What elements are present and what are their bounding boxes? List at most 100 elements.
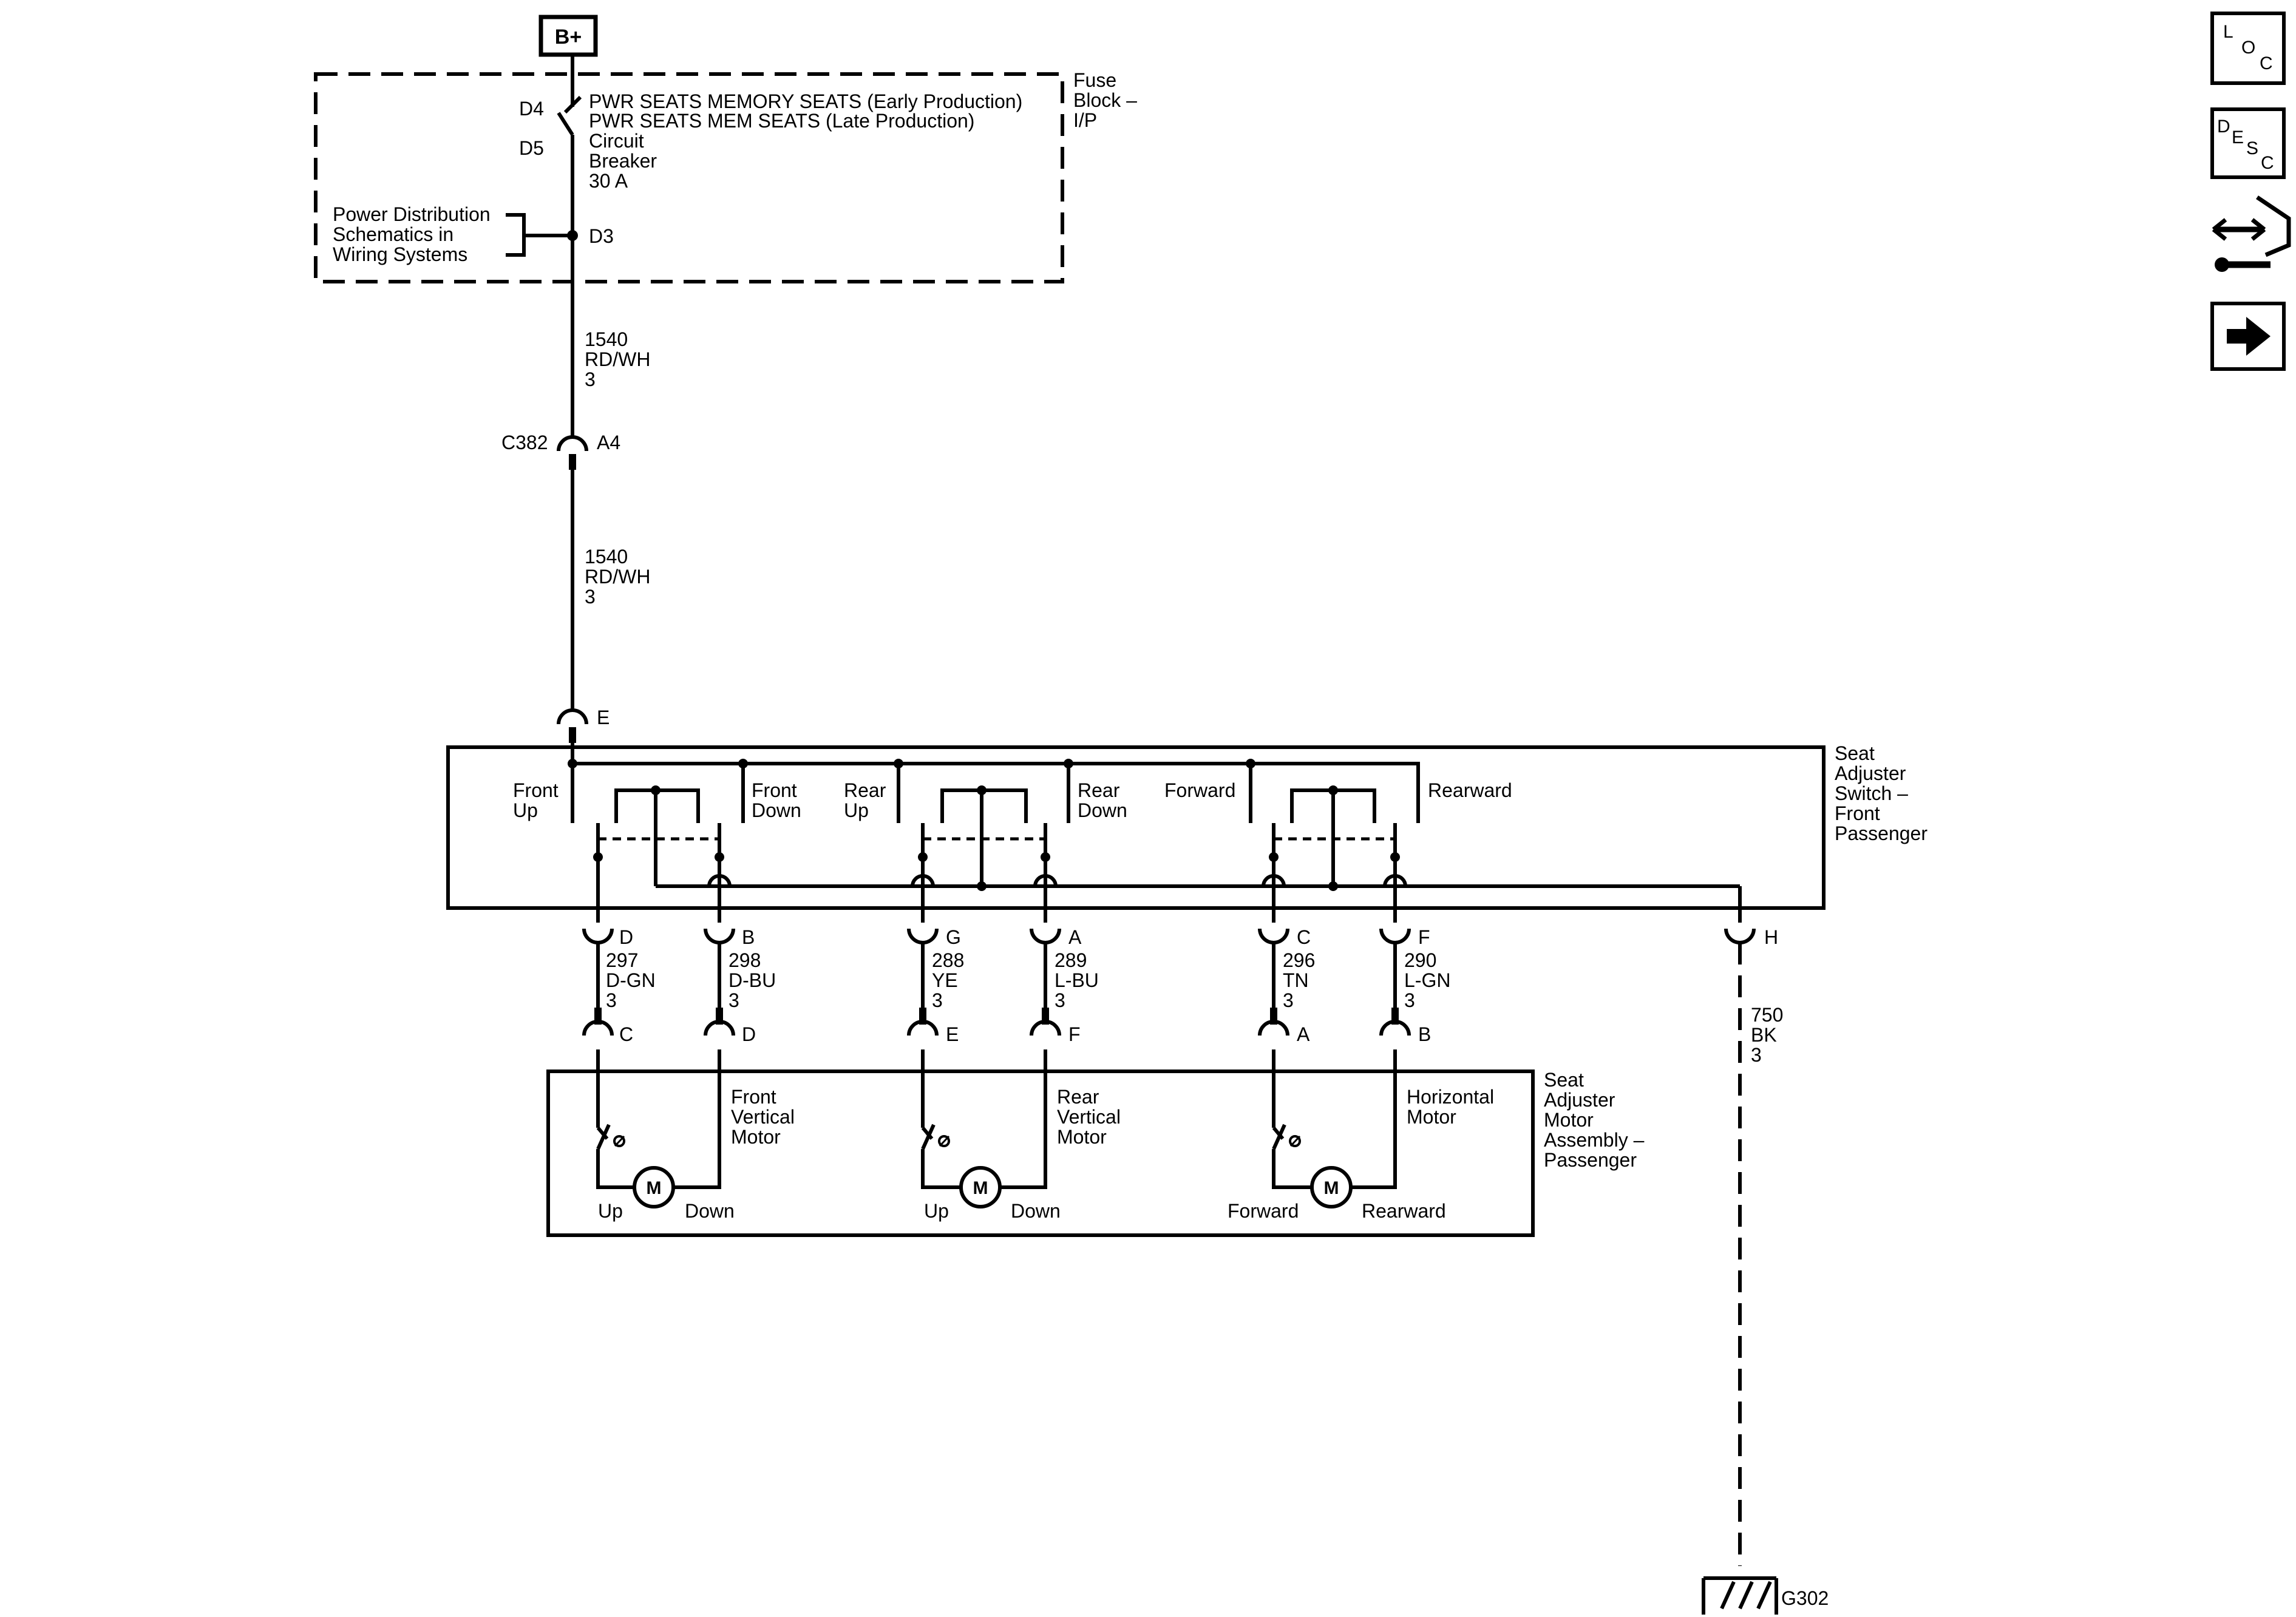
desc-letter-2: E <box>2232 127 2244 147</box>
wire-289-color: L-BU <box>1055 969 1099 991</box>
wire-297-gauge: 3 <box>606 989 617 1011</box>
motor-assembly-title-5: Passenger <box>1544 1149 1637 1171</box>
breaker-line-5: 30 A <box>589 170 628 192</box>
battery-label: B+ <box>555 25 582 49</box>
breaker-line-3: Circuit <box>589 130 644 152</box>
motor-2-name-2: Vertical <box>1057 1106 1121 1128</box>
loc-letter-2: O <box>2241 38 2255 58</box>
motor-icon-1: M <box>647 1178 662 1198</box>
wire-1540-lower-circuit: 1540 <box>585 546 628 568</box>
thermal-breaker-icon <box>1272 1124 1301 1150</box>
wire-290-gauge: 3 <box>1404 989 1415 1011</box>
wire-296-color: TN <box>1283 969 1309 991</box>
wire-297-circuit: 297 <box>606 949 638 971</box>
pin-d4: D4 <box>519 98 544 120</box>
power-dist-line-2: Schematics in <box>333 223 453 245</box>
wire-1540-lower: 1540 RD/WH 3 <box>571 470 650 711</box>
connector-c382: C382 A4 <box>501 432 620 470</box>
next-button[interactable] <box>2210 302 2286 371</box>
pin-d3: D3 <box>589 225 614 247</box>
wire-297-motor-pin: C <box>619 1023 633 1045</box>
ground-label: G302 <box>1781 1587 1829 1609</box>
pin-d5: D5 <box>519 137 544 159</box>
wire-296-switch-pin: C <box>1297 926 1311 948</box>
motor-3-name-2: Motor <box>1407 1106 1456 1128</box>
fuse-block-title-2: Block – <box>1073 89 1137 111</box>
motor-wire-296: C 296 TN 3 A <box>1258 926 1315 1111</box>
motor-assembly-title-3: Motor <box>1544 1109 1594 1131</box>
motor-assembly-title-2: Adjuster <box>1544 1089 1615 1111</box>
motor-wire-288: G 288 YE 3 E <box>907 926 964 1111</box>
ground-pin-h: H <box>1764 926 1778 948</box>
wire-298-circuit: 298 <box>729 949 761 971</box>
motor-wire-290: F 290 L-GN 3 B <box>1379 926 1450 1111</box>
connector-tool-button[interactable] <box>2212 195 2291 272</box>
ground-wire-color: BK <box>1751 1024 1777 1046</box>
motor-2-name-1: Rear <box>1057 1086 1099 1108</box>
wire-297-color: D-GN <box>606 969 656 991</box>
seat-adjuster-motor-assembly: Seat Adjuster Motor Assembly – Passenger… <box>546 1069 1645 1237</box>
wire-289-gauge: 3 <box>1055 989 1065 1011</box>
wire-298-switch-pin: B <box>742 926 755 948</box>
desc-button[interactable]: D E S C <box>2210 107 2286 179</box>
switch-label-rear-up-1: Rear <box>844 779 886 801</box>
switch-title-1: Seat <box>1835 742 1875 764</box>
motor-2-name-3: Motor <box>1057 1126 1107 1148</box>
rear-vertical-motor: M Rear Vertical Motor Up Down <box>921 1086 1121 1222</box>
power-dist-line-1: Power Distribution <box>333 203 491 225</box>
breaker-line-2: PWR SEATS MEM SEATS (Late Production) <box>589 110 974 132</box>
switch-title-3: Switch – <box>1835 782 1908 804</box>
seat-adjuster-switch: E Seat Adjuster Switch – Front Passenger <box>446 707 1927 923</box>
motor-1-name-1: Front <box>731 1086 776 1108</box>
power-distribution-reference: Power Distribution Schematics in Wiring … <box>333 203 578 265</box>
motor-2-right: Down <box>1011 1200 1061 1222</box>
wire-1540-upper-color: RD/WH <box>585 348 650 370</box>
fuse-block-title-3: I/P <box>1073 109 1097 131</box>
wire-288-circuit: 288 <box>932 949 964 971</box>
wire-288-color: YE <box>932 969 958 991</box>
switch-label-front-up-1: Front <box>513 779 559 801</box>
wire-1540-upper: 1540 RD/WH 3 <box>571 282 650 438</box>
loc-button[interactable]: L O C <box>2210 12 2286 85</box>
motor-1-left: Up <box>598 1200 623 1222</box>
motor-wire-297: D 297 D-GN 3 C <box>582 926 656 1111</box>
switch-label-rear-up-2: Up <box>844 799 869 821</box>
wire-296-circuit: 296 <box>1283 949 1315 971</box>
wire-288-motor-pin: E <box>946 1023 959 1045</box>
power-dist-line-3: Wiring Systems <box>333 243 467 265</box>
switch-label-front-down-2: Down <box>752 799 801 821</box>
desc-letter-3: S <box>2246 138 2258 158</box>
wire-290-circuit: 290 <box>1404 949 1436 971</box>
desc-letter-4: C <box>2261 153 2274 173</box>
motor-3-right: Rearward <box>1362 1200 1446 1222</box>
wire-298-color: D-BU <box>729 969 776 991</box>
switch-label-front-down-1: Front <box>752 779 797 801</box>
breaker-line-4: Breaker <box>589 150 657 172</box>
connector-c382-pin: A4 <box>597 432 620 453</box>
switch-label-rear-down-2: Down <box>1078 799 1127 821</box>
wire-288-switch-pin: G <box>946 926 961 948</box>
horizontal-motor: M Horizontal Motor Forward Rearward <box>1228 1086 1494 1222</box>
wire-290-switch-pin: F <box>1418 926 1430 948</box>
desc-icon: D E S C <box>2217 117 2274 173</box>
motor-assembly-title-1: Seat <box>1544 1069 1584 1091</box>
front-vertical-motor: M Front Vertical Motor Up Down <box>596 1086 795 1222</box>
ground-wire-750: H 750 BK 3 G302 <box>1702 926 1829 1615</box>
fuse-block: Fuse Block – I/P D4 D5 D3 PWR SEATS MEMO… <box>314 69 1137 285</box>
switch-section-horizontal: Forward Rearward <box>1164 762 1512 923</box>
motor-1-right: Down <box>685 1200 735 1222</box>
ground-icon <box>1702 1576 1778 1615</box>
wire-290-motor-pin: B <box>1418 1023 1431 1045</box>
ground-wire-circuit: 750 <box>1751 1004 1783 1026</box>
desc-letter-1: D <box>2217 117 2230 137</box>
wire-1540-upper-gauge: 3 <box>585 368 596 390</box>
motor-1-name-3: Motor <box>731 1126 781 1148</box>
motor-2-left: Up <box>924 1200 949 1222</box>
connector-c382-name: C382 <box>501 432 548 453</box>
switch-section-rear: Rear Up Rear Down <box>844 764 1127 923</box>
motor-1-name-2: Vertical <box>731 1106 795 1128</box>
thermal-breaker-icon <box>921 1124 950 1150</box>
switch-label-rearward: Rearward <box>1428 779 1512 801</box>
next-arrow-icon <box>2227 317 2271 356</box>
